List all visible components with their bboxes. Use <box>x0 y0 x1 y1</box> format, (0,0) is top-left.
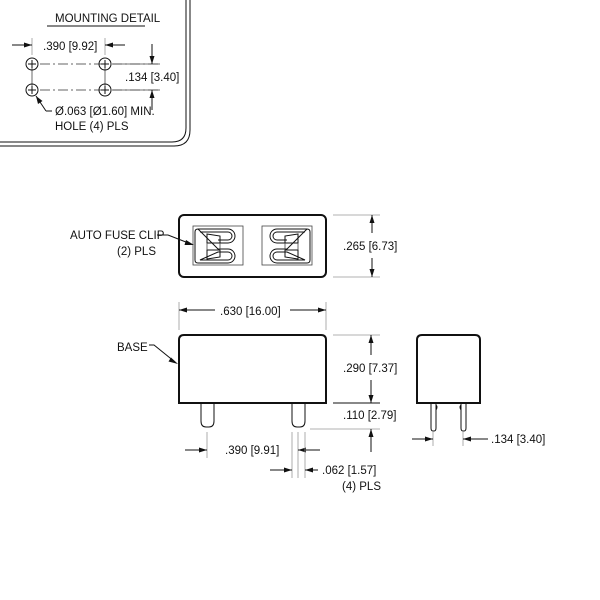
fuse-clip-label-line2: (2) PLS <box>117 246 156 258</box>
hole-note-line2: HOLE (4) PLS <box>55 121 129 133</box>
base-callout: BASE <box>117 342 178 364</box>
top-view: AUTO FUSE CLIP (2) PLS .265 [6.73] <box>70 214 397 278</box>
front-view-width-label: .630 [16.00] <box>220 306 281 318</box>
side-pin-right-detail <box>459 404 462 411</box>
top-view-outline <box>178 214 327 278</box>
pin-left <box>200 403 215 428</box>
arrow-head <box>199 447 207 453</box>
arrow-head <box>179 307 187 313</box>
side-pin-spacing-dimension: .134 [3.40] <box>412 432 545 446</box>
hole-bottom-right <box>98 83 112 97</box>
mounting-horizontal-dimension: .390 [9.92] <box>12 38 125 55</box>
front-view-height-label: .290 [7.37] <box>343 363 397 375</box>
panel-border-outer <box>0 0 191 147</box>
pin-right <box>291 403 306 428</box>
arrow-head <box>463 436 471 442</box>
base-body <box>178 334 327 404</box>
arrow-head <box>368 429 374 437</box>
fuse-clip-left <box>192 225 244 266</box>
hole-note-line1: Ø.063 [Ø1.60] MIN. <box>55 106 155 118</box>
side-view: .134 [3.40] <box>412 334 545 446</box>
arrow-head <box>284 467 292 473</box>
arrow-head <box>425 436 433 442</box>
arrow-head <box>368 335 374 343</box>
side-pin-left <box>430 403 437 432</box>
side-pin-left-detail <box>435 404 438 411</box>
fuse-clip-label-line1: AUTO FUSE CLIP <box>70 230 165 242</box>
arrow-head <box>105 42 113 48</box>
pin-spacing-dimension: .390 [9.91] <box>185 432 320 478</box>
pin-spacing-label: .390 [9.91] <box>225 445 279 457</box>
arrow-head <box>305 467 313 473</box>
pin-width-label: .062 [1.57] <box>322 465 376 477</box>
pin-width-note: (4) PLS <box>342 481 381 493</box>
top-view-height-dimension: .265 [6.73] <box>333 214 397 278</box>
mounting-holes <box>25 57 160 97</box>
hole-top-left <box>25 57 39 71</box>
side-pin-spacing-label: .134 [3.40] <box>491 434 545 446</box>
side-view-body <box>416 334 481 404</box>
pin-length-label: .110 [2.79] <box>343 410 397 422</box>
front-view-height-dimension: .290 [7.37] <box>333 334 397 404</box>
arrow-head <box>369 269 375 277</box>
pin-width-dimension: .062 [1.57] (4) PLS <box>270 432 381 493</box>
arrow-head <box>368 395 374 403</box>
front-view: .630 [16.00] BASE .290 [7.37] <box>117 302 397 493</box>
front-view-width-dimension: .630 [16.00] <box>178 302 327 330</box>
hole-top-right <box>98 57 112 71</box>
arrow-head <box>184 240 194 245</box>
arrow-head <box>149 90 155 98</box>
mounting-vertical-dimension: .134 [3.40] <box>113 44 179 110</box>
hole-bottom-left <box>25 83 39 97</box>
fuse-clip-right <box>261 225 313 266</box>
arrow-head <box>149 56 155 64</box>
arrow-head <box>318 307 326 313</box>
arrow-head <box>36 96 43 104</box>
hole-note: Ø.063 [Ø1.60] MIN. HOLE (4) PLS <box>35 95 155 133</box>
mounting-detail-title: MOUNTING DETAIL <box>55 13 161 25</box>
arrow-head <box>24 42 32 48</box>
mounting-vertical-label: .134 [3.40] <box>125 72 179 84</box>
top-view-height-label: .265 [6.73] <box>343 241 397 253</box>
base-label: BASE <box>117 342 148 354</box>
arrow-head <box>369 215 375 223</box>
side-pin-right <box>460 403 467 432</box>
mounting-detail-panel: MOUNTING DETAIL .390 [9.92] <box>0 0 191 147</box>
fuse-clip-callout: AUTO FUSE CLIP (2) PLS <box>70 230 194 258</box>
pin-length-dimension: .110 [2.79] <box>310 410 397 452</box>
mounting-horizontal-label: .390 [9.92] <box>43 41 97 53</box>
panel-border-inner <box>0 0 187 143</box>
arrow-head <box>168 357 178 364</box>
arrow-head <box>298 447 306 453</box>
